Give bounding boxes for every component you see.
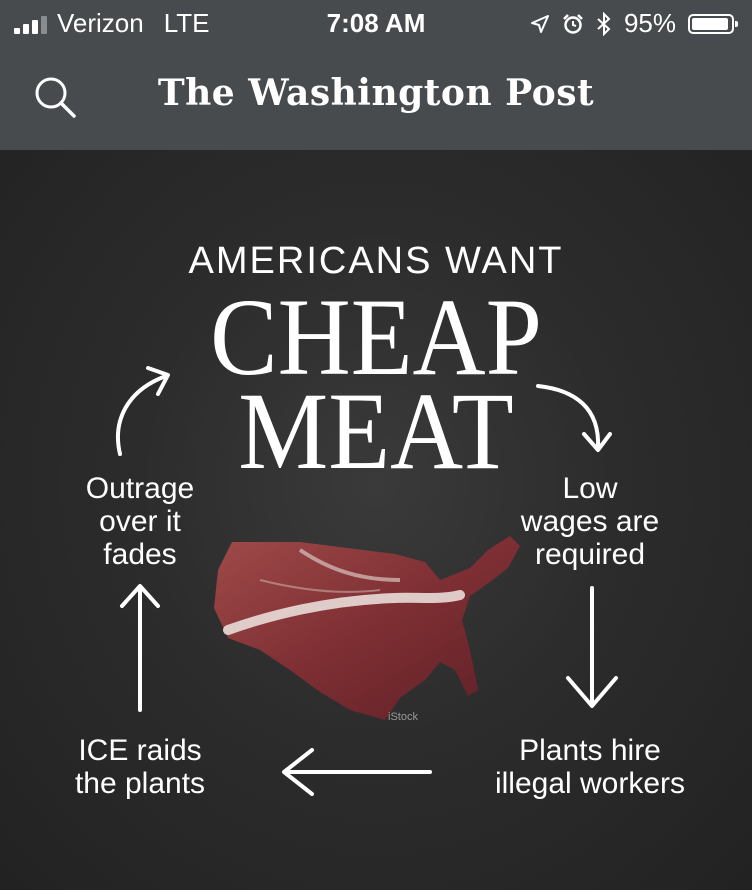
watermark-label: iStock [388,711,418,723]
step-low-wages: Low wages are required [520,472,660,571]
search-icon[interactable] [30,72,82,124]
battery-percent: 95% [623,8,676,38]
app-chrome: Verizon LTE 7:08 AM 95% [0,0,752,150]
location-icon [530,14,549,33]
carrier-label: Verizon [57,8,144,38]
meat-map-image: iStock [214,536,520,723]
masthead-logo[interactable]: The Washington Post [157,72,595,114]
battery-icon [688,13,738,34]
arrow-top-left-icon [116,374,168,456]
status-time: 7:08 AM [326,8,426,38]
nav-bar: The Washington Post [0,46,752,150]
arrowhead-top-right-icon [582,432,612,452]
headline-meat: MEAT [238,370,514,492]
network-label: LTE [163,8,210,38]
kicker-text: AMERICANS WANT [188,240,564,282]
status-bar: Verizon LTE 7:08 AM 95% [0,0,752,46]
step-plants-hire: Plants hire illegal workers [494,734,686,800]
arrowhead-up-icon [120,584,160,608]
status-right: 95% [530,8,738,39]
signal-icon [14,14,47,34]
arrowhead-down-icon [566,676,618,708]
arrow-top-right-icon [536,384,601,450]
bluetooth-icon [597,11,611,36]
cycle-arrows [116,366,618,796]
alarm-icon [563,13,583,34]
status-left: Verizon LTE [14,8,210,39]
arrowhead-top-left-icon [146,366,170,396]
infographic: iStock AMERICANS WANT CHEAP MEAT Low wag… [0,150,752,890]
arrowhead-left-icon [282,748,314,796]
step-ice-raids: ICE raids the plants [74,734,206,800]
headline-cheap: CHEAP [210,276,542,398]
step-outrage-fades: Outrage over it fades [85,472,195,571]
